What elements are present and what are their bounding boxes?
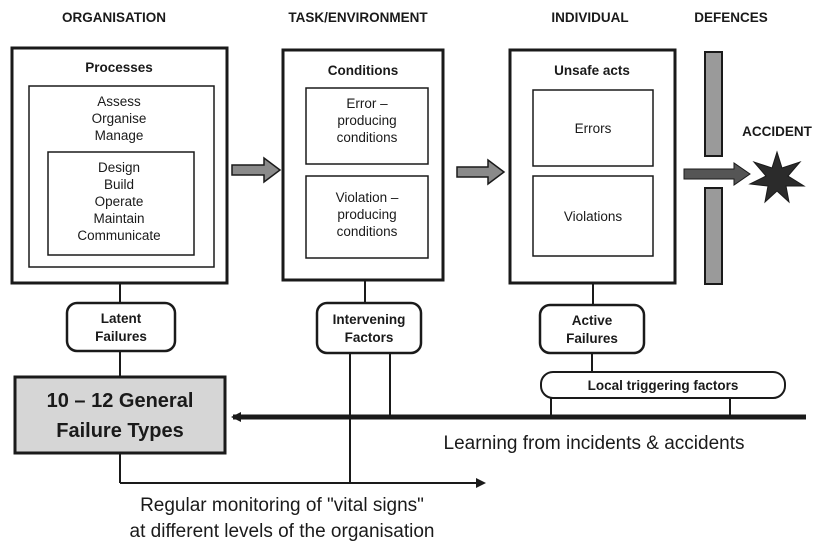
active-failures-label: Active	[572, 313, 613, 328]
monitoring-label: at different levels of the organisation	[130, 521, 435, 542]
violation-conditions-text: producing	[337, 207, 396, 222]
accident-star-icon	[748, 150, 806, 204]
local-triggering-factors-box	[540, 371, 786, 399]
error-conditions-text: producing	[337, 113, 396, 128]
process-item: Design	[98, 160, 140, 175]
error-conditions-text: Error –	[346, 96, 388, 111]
error-conditions-text: conditions	[337, 130, 398, 145]
processes-title: Processes	[85, 60, 153, 75]
intervening-factors-label: Intervening	[333, 312, 406, 327]
process-item: Organise	[92, 111, 147, 126]
conditions-title: Conditions	[328, 63, 399, 78]
task-environment-box: Conditions Error – producing conditions …	[281, 48, 445, 282]
unsafe-acts-title: Unsafe acts	[554, 63, 630, 78]
errors-label: Errors	[575, 121, 612, 136]
accident-label: ACCIDENT	[742, 124, 813, 139]
process-item: Operate	[95, 194, 144, 209]
flow-arrow-to-accident	[683, 162, 751, 186]
individual-box: Unsafe acts Errors Violations	[508, 48, 677, 285]
process-item: Assess	[97, 94, 141, 109]
intervening-factors-box	[315, 301, 423, 355]
local-triggering-factors-label: Local triggering factors	[588, 378, 739, 393]
learning-label: Learning from incidents & accidents	[444, 433, 745, 454]
general-failure-types-label: Failure Types	[56, 420, 183, 442]
header-defences: DEFENCES	[694, 10, 768, 25]
header-organisation: ORGANISATION	[62, 10, 166, 25]
violation-conditions-text: conditions	[337, 224, 398, 239]
general-failure-types-label: 10 – 12 General	[47, 390, 194, 412]
flow-arrow-task-to-individual	[456, 158, 506, 186]
latent-failures-label: Latent	[101, 311, 142, 326]
organisation-box: Processes Assess Organise Manage Design …	[10, 46, 229, 285]
intervening-factors-label: Factors	[345, 330, 394, 345]
active-failures-label: Failures	[566, 331, 618, 346]
process-item: Maintain	[93, 211, 144, 226]
monitoring-label: Regular monitoring of "vital signs"	[140, 495, 424, 516]
header-task-environment: TASK/ENVIRONMENT	[288, 10, 428, 25]
flow-arrow-org-to-task	[231, 156, 282, 184]
violations-label: Violations	[564, 209, 623, 224]
violation-conditions-text: Violation –	[336, 190, 399, 205]
defence-bar-upper	[704, 51, 723, 157]
process-item: Manage	[95, 128, 144, 143]
general-failure-types-box	[13, 375, 227, 455]
header-individual: INDIVIDUAL	[551, 10, 628, 25]
defence-bar-lower	[704, 187, 723, 285]
process-item: Build	[104, 177, 134, 192]
process-item: Communicate	[77, 228, 160, 243]
latent-failures-label: Failures	[95, 329, 147, 344]
